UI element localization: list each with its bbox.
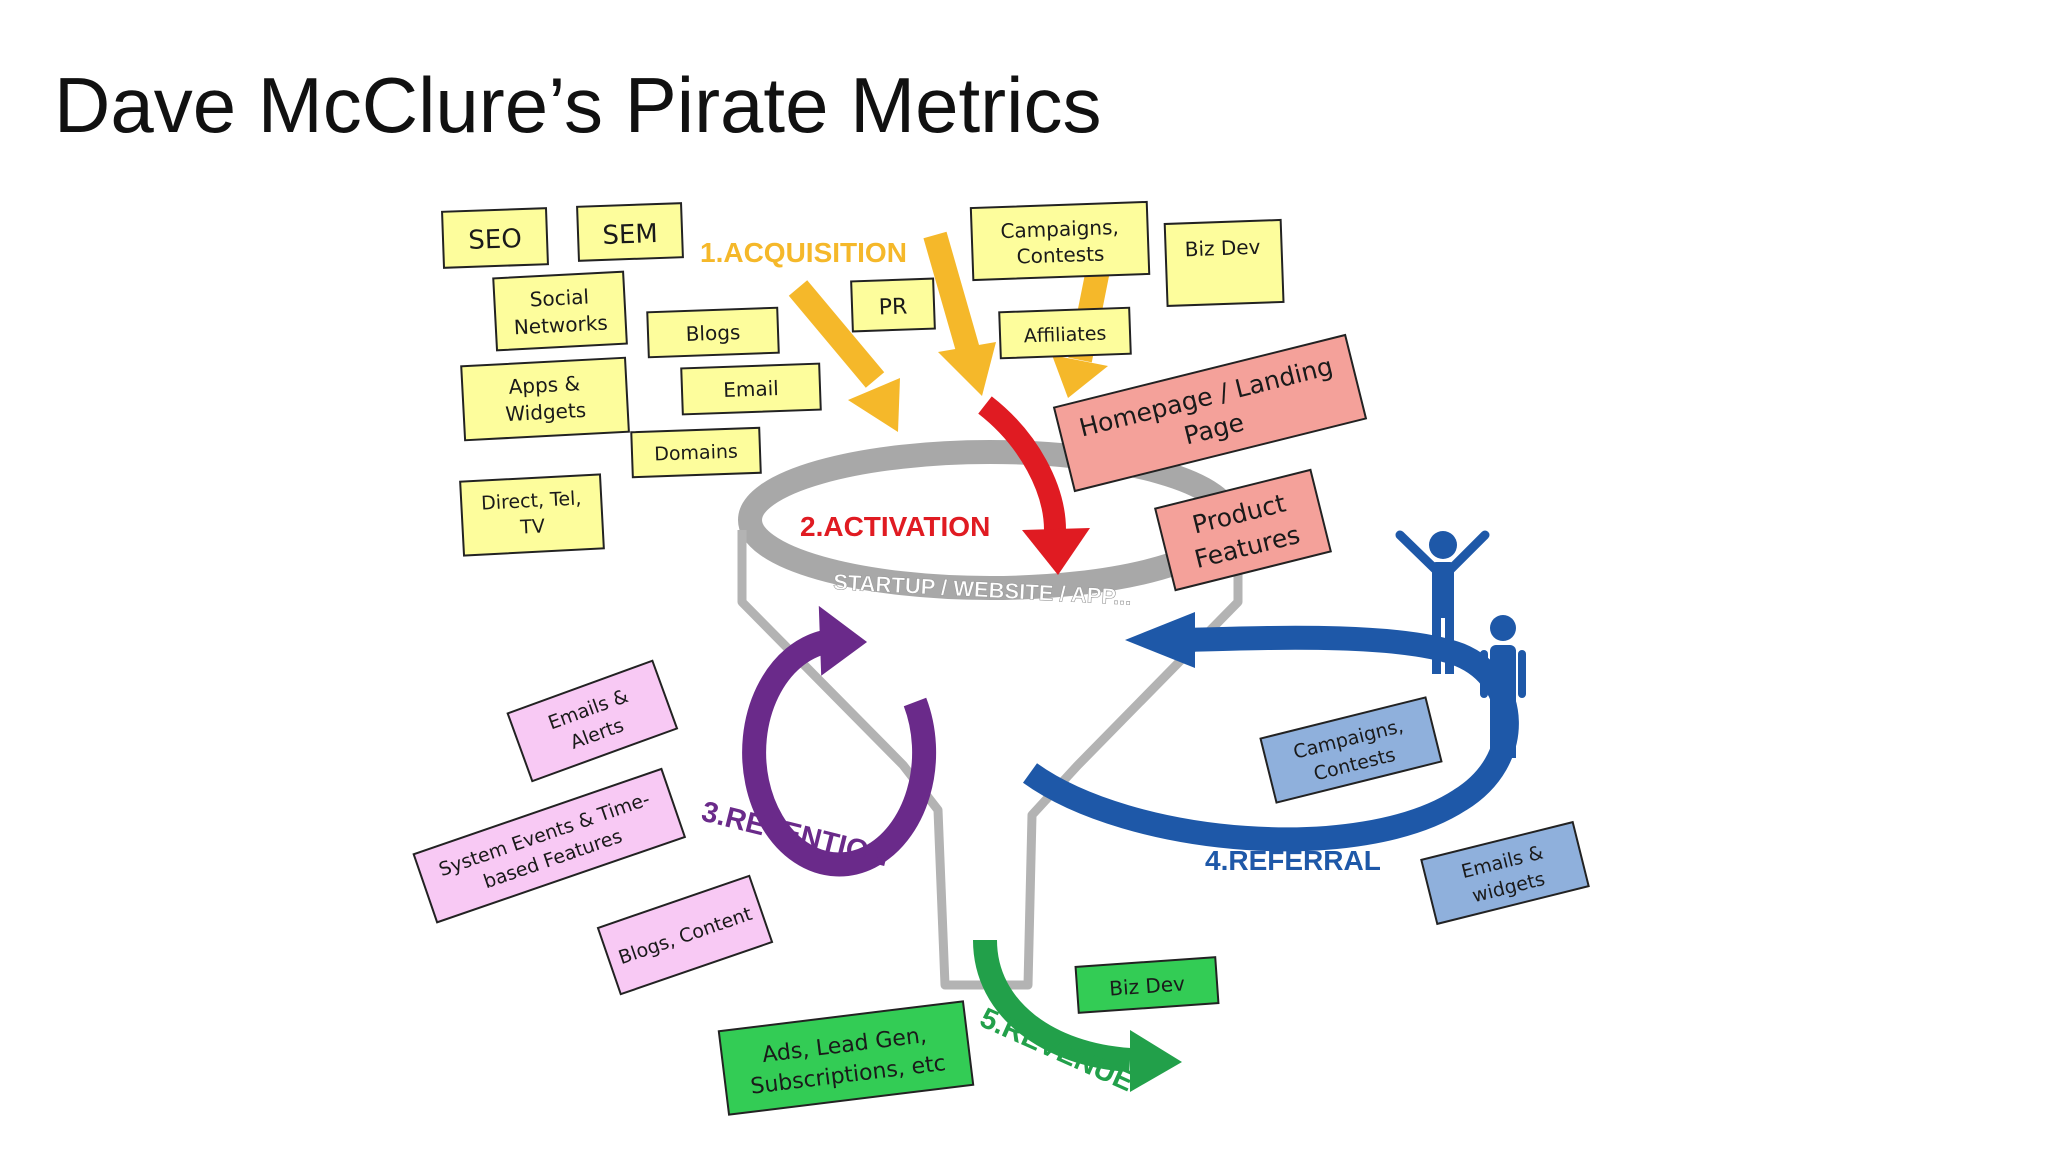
note-direct-tel-tv: Direct, Tel, TV — [459, 473, 605, 557]
revenue-arrow — [973, 939, 1182, 1092]
activation-arrow — [978, 396, 1090, 575]
svg-text:Affiliates: Affiliates — [1023, 323, 1106, 348]
note-biz-dev-acq: Biz Dev — [1163, 218, 1285, 307]
note-sem: SEM — [576, 202, 684, 262]
stage-acquisition-label: 1.ACQUISITION — [700, 237, 907, 268]
slide-title: Dave McClure’s Pirate Metrics — [54, 61, 1102, 149]
note-social-networks: Social Networks — [492, 270, 628, 352]
acquisition-arrow-1-head — [848, 378, 900, 432]
note-blogs: Blogs — [646, 306, 780, 359]
svg-text:SEM: SEM — [602, 219, 658, 251]
person-arms-raised-icon — [1395, 530, 1490, 674]
note-campaigns-contests-ref: Campaigns, Contests — [1259, 696, 1443, 804]
acquisition-arrow-2 — [923, 231, 980, 354]
note-product-features: Product Features — [1154, 468, 1332, 592]
note-apps-widgets: Apps & Widgets — [460, 356, 630, 442]
referral-arrow — [1022, 612, 1519, 852]
note-pr: PR — [850, 277, 936, 333]
svg-text:Blogs: Blogs — [685, 320, 740, 346]
svg-text:Networks: Networks — [513, 311, 608, 340]
retention-arrow-head — [818, 605, 868, 676]
revenue-notes: Biz Dev Ads, Lead Gen, Subscriptions, et… — [717, 956, 1220, 1116]
note-campaigns-contests-acq: Campaigns, Contests — [969, 200, 1151, 282]
svg-text:Social: Social — [529, 284, 589, 311]
retention-notes: Emails & Alerts System Events & Time- ba… — [412, 659, 774, 996]
svg-text:Direct, Tel,: Direct, Tel, — [481, 487, 582, 514]
acquisition-arrow-2-head — [938, 342, 996, 396]
note-emails-alerts: Emails & Alerts — [506, 659, 679, 783]
svg-text:SEO: SEO — [468, 224, 522, 256]
retention-arrow — [742, 605, 937, 877]
svg-text:Biz Dev: Biz Dev — [1108, 971, 1185, 1000]
svg-text:Widgets: Widgets — [505, 398, 587, 426]
svg-text:Domains: Domains — [654, 441, 738, 466]
svg-text:TV: TV — [519, 515, 546, 538]
note-emails-widgets: Emails & widgets — [1420, 820, 1590, 926]
acquisition-arrow-1 — [788, 280, 885, 388]
stage-activation-label: 2.ACTIVATION — [800, 511, 990, 542]
note-ads-lead-gen: Ads, Lead Gen, Subscriptions, etc — [717, 1000, 975, 1116]
svg-text:Contests: Contests — [1016, 241, 1105, 268]
referral-notes: Campaigns, Contests Emails & widgets — [1259, 696, 1590, 926]
svg-text:Apps &: Apps & — [508, 371, 581, 399]
note-affiliates: Affiliates — [998, 306, 1132, 360]
note-system-events: System Events & Time- based Features — [412, 767, 687, 924]
note-blogs-content: Blogs, Content — [596, 874, 774, 996]
note-biz-dev-rev: Biz Dev — [1074, 956, 1220, 1014]
acquisition-notes: SEO SEM Social Networks Blogs PR Campaig… — [441, 200, 1285, 557]
acquisition-arrow-3-head — [1052, 355, 1108, 398]
svg-text:Biz Dev: Biz Dev — [1184, 235, 1261, 262]
note-email: Email — [680, 362, 822, 416]
svg-text:PR: PR — [878, 295, 907, 321]
note-seo: SEO — [441, 207, 549, 269]
svg-text:Campaigns,: Campaigns, — [1000, 215, 1119, 243]
stage-referral-label: 4.REFERRAL — [1205, 845, 1381, 876]
note-homepage-landing: Homepage / Landing Page — [1052, 333, 1368, 493]
note-domains: Domains — [630, 426, 762, 479]
person-standing-icon — [1480, 615, 1526, 758]
svg-text:Email: Email — [723, 376, 779, 402]
activation-notes: Homepage / Landing Page Product Features — [1052, 333, 1368, 592]
